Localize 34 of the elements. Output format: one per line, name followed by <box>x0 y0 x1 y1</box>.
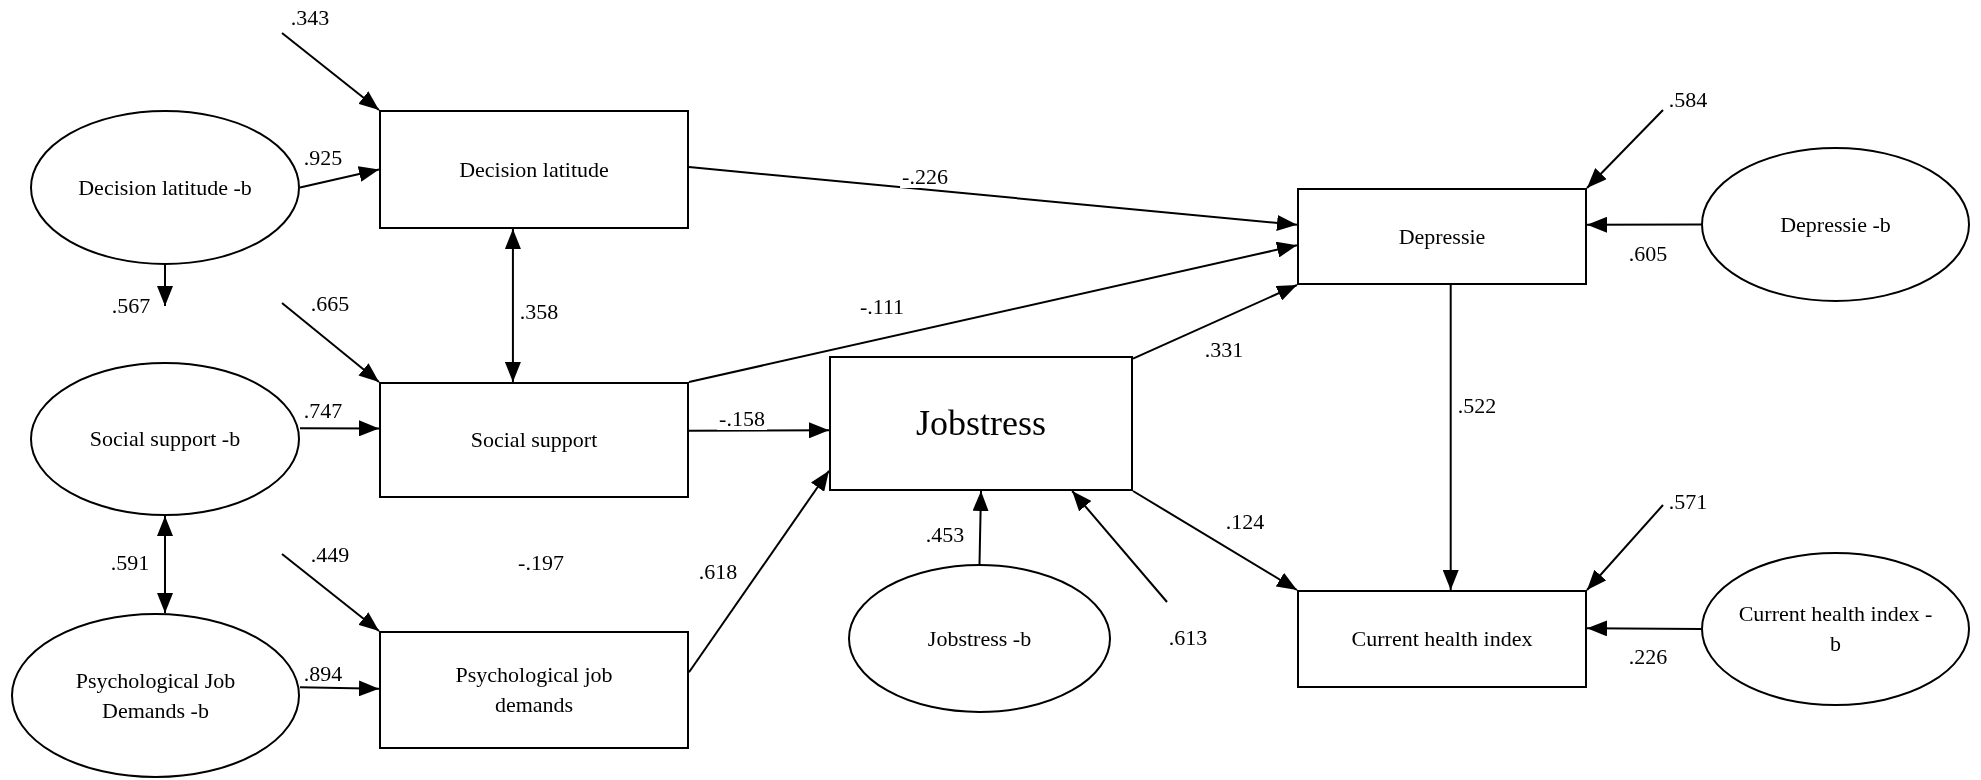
variable-name: Decision latitude <box>459 155 609 184</box>
path-arrow <box>281 553 380 632</box>
path-arrow <box>688 469 830 674</box>
variable-name: Psychological job demands <box>454 661 614 719</box>
path-arrow <box>1586 216 1702 233</box>
variable-name: Depressie <box>1398 222 1486 251</box>
path-arrow <box>688 166 1298 231</box>
path-arrow <box>299 166 380 189</box>
path-arrow <box>299 420 380 437</box>
path-arrow <box>1586 109 1664 189</box>
variable-name: Psychological Job Demands -b <box>74 666 237 725</box>
variable-name: Social support <box>470 426 598 455</box>
variable-name: Jobstress -b <box>927 624 1032 653</box>
path-arrow <box>688 422 830 439</box>
variable-name: Depressie -b <box>1780 210 1891 239</box>
path-arrow <box>1071 490 1168 603</box>
path-arrow <box>972 490 989 565</box>
variable-name: Current health index -b <box>1738 600 1933 658</box>
path-arrow <box>1586 620 1702 637</box>
path-arrow <box>299 680 380 697</box>
variable-name: Social support -b <box>89 425 241 454</box>
path-arrow <box>281 32 380 111</box>
path-arrow <box>1132 284 1298 360</box>
path-arrow <box>157 515 174 614</box>
path-arrow <box>1586 504 1664 591</box>
path-arrow <box>157 264 173 307</box>
path-arrow <box>1132 490 1298 591</box>
path-arrow <box>688 241 1298 383</box>
variable-name: Current health index <box>1351 625 1533 654</box>
variable-name: Jobstress <box>916 402 1046 446</box>
path-arrow <box>281 302 380 383</box>
path-arrow <box>504 228 521 383</box>
variable-name: Decision latitude -b <box>78 173 252 202</box>
path-arrow <box>1442 284 1459 591</box>
